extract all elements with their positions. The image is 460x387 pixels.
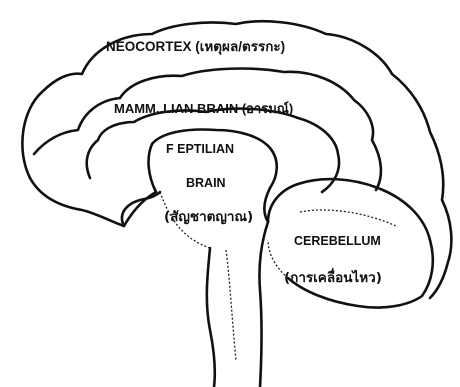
reptilian-label-line1: F EPTILIAN bbox=[166, 142, 234, 156]
internal-trace-4 bbox=[226, 250, 236, 360]
brainstem-left bbox=[207, 248, 215, 387]
brainstem-right bbox=[259, 222, 268, 387]
internal-trace-3 bbox=[300, 210, 396, 226]
neocortex-label: NEOCORTEX (เหตุผล/ตรรกะ) bbox=[106, 39, 285, 55]
reptilian-label-line3: (สัญชาตญาณ) bbox=[164, 209, 253, 225]
mammalian-label: MAMM..LIAN BRAIN (อารมณ์) bbox=[114, 101, 293, 116]
reptilian-label-line2: BRAIN bbox=[186, 176, 226, 190]
cerebellum-thai-label: (การเคลื่อนไหว) bbox=[284, 267, 382, 286]
cerebellum-label: CEREBELLUM bbox=[294, 234, 381, 248]
